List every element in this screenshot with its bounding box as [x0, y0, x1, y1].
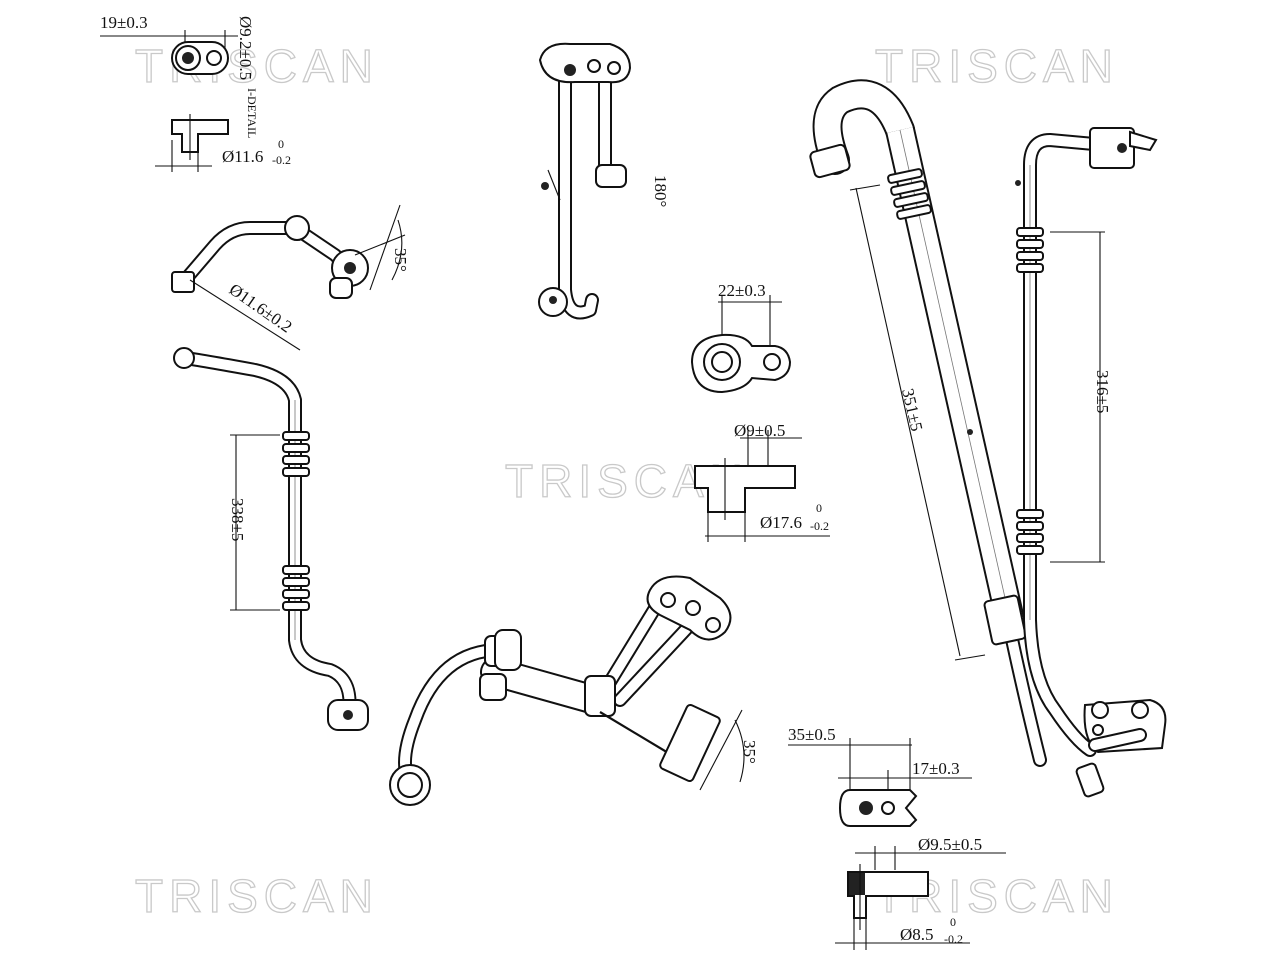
dim-316: 316±5: [1093, 370, 1112, 413]
pipe-bottom-center: 35°: [389, 575, 759, 806]
pipe-left-338: 338±5: [173, 347, 369, 731]
dim-35: 35±0.5: [788, 725, 836, 744]
watermark-top-left: TRISCAN: [135, 40, 379, 92]
dim-351: 351±5: [898, 387, 926, 434]
dim-176-sup: 0: [816, 501, 822, 515]
pipe-left-ribs-bottom: [282, 565, 310, 611]
dim-116a-sup: 0: [278, 137, 284, 151]
pipe-right-ribs-top: [1016, 227, 1044, 273]
dim-17: 17±0.3: [912, 759, 960, 778]
dim-22: 22±0.3: [718, 281, 766, 300]
angle-35a: 35°: [391, 248, 410, 272]
dim-85-sub: -0.2: [944, 932, 963, 946]
pipe-long-ribs: [887, 168, 932, 220]
fitting-detail-center: 22±0.3 Ø9±0.5 Ø17.6 0 -0.2: [690, 281, 830, 542]
dim-176: Ø17.6: [760, 513, 802, 532]
fitting-detail-top-left: 19±0.3 Ø9.2±0.5 I-DETAIL Ø11.6 0 -0.2: [100, 13, 291, 172]
label-detail: I-DETAIL: [245, 88, 259, 138]
watermark-bottom-left: TRISCAN: [135, 870, 379, 922]
dim-95: Ø9.5±0.5: [918, 835, 982, 854]
dim-92: Ø9.2±0.5: [236, 16, 255, 80]
dim-176-sub: -0.2: [810, 519, 829, 533]
dim-85-sup: 0: [950, 915, 956, 929]
angle-35b: 35°: [740, 740, 759, 764]
pipe-long-351: 351±5: [809, 79, 1047, 767]
dim-338: 338±5: [228, 498, 247, 541]
dim-116b: Ø11.6±0.2: [226, 280, 296, 337]
watermark-top-right: TRISCAN: [875, 40, 1119, 92]
pipe-top-center: 180°: [538, 42, 670, 320]
dim-9: Ø9±0.5: [734, 421, 785, 440]
dim-116a: Ø11.6: [222, 147, 263, 166]
dim-116a-sub: -0.2: [272, 153, 291, 167]
pipe-right-ribs-bottom: [1016, 509, 1044, 555]
pipe-right-316: 316±5: [1015, 127, 1167, 798]
dim-85: Ø8.5: [900, 925, 934, 944]
pipe-small-angle: 35° Ø11.6±0.2: [171, 204, 410, 351]
dim-19: 19±0.3: [100, 13, 148, 32]
angle-180: 180°: [651, 175, 670, 207]
fitting-detail-bottom-right: 35±0.5 17±0.3 Ø9.5±0.5 Ø8.5 0 -0.2: [788, 725, 1006, 950]
pipe-left-ribs-top: [282, 431, 310, 477]
